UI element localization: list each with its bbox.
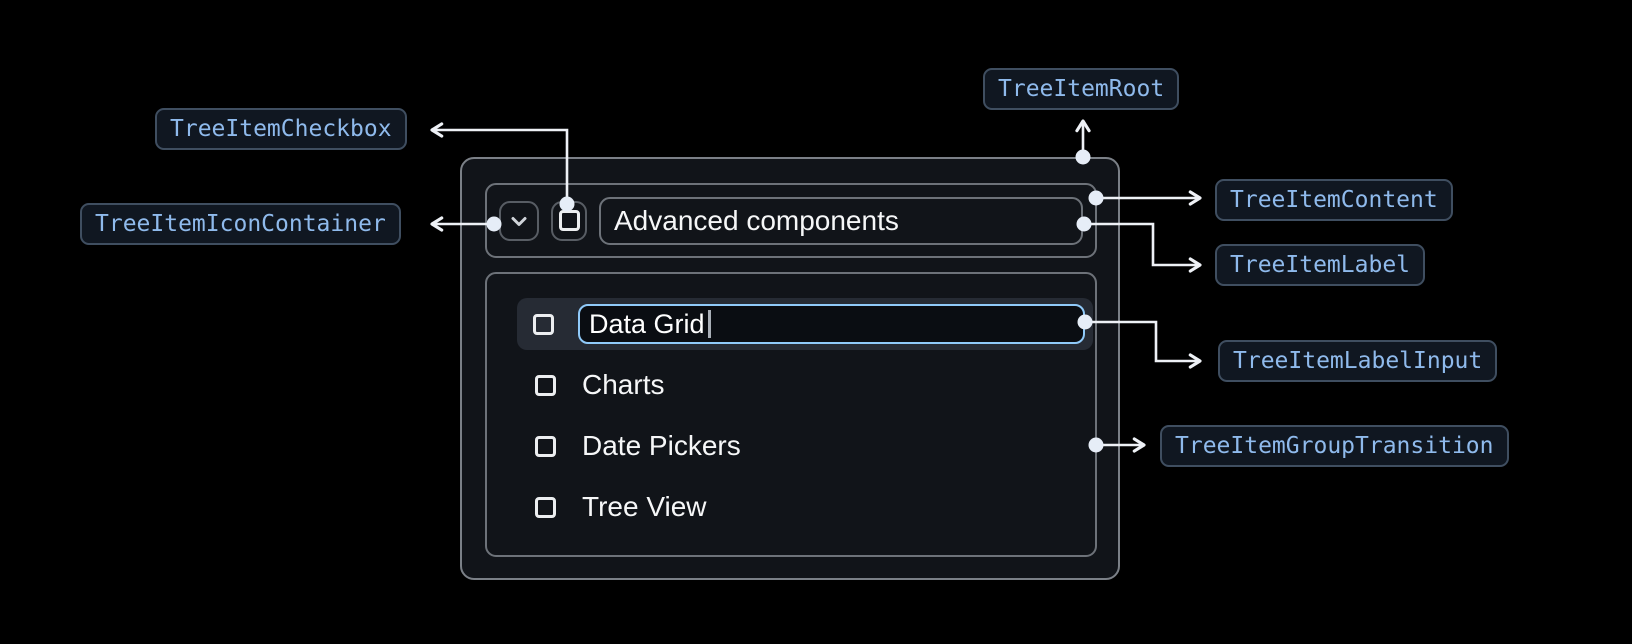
text-caret (707, 310, 711, 338)
tree-item-group-transition: Data Grid Charts Date Pickers Tree View (485, 272, 1097, 557)
tree-item-label[interactable]: Advanced components (599, 196, 1083, 245)
badge-tree-item-label: TreeItemLabel (1215, 244, 1426, 286)
tree-item-icon-container[interactable] (499, 200, 539, 241)
checkbox-unchecked-icon (558, 210, 580, 231)
label-input-value: Data Grid (589, 308, 705, 339)
tree-row-label: Charts (582, 369, 665, 400)
checkbox-unchecked-icon[interactable] (535, 374, 556, 396)
tree-item-label-input[interactable]: Data Grid (578, 304, 1085, 344)
badge-tree-item-label-input: TreeItemLabelInput (1218, 340, 1498, 382)
badge-tree-item-icon-container: TreeItemIconContainer (80, 203, 401, 245)
tree-item-checkbox[interactable] (551, 200, 587, 241)
tree-row[interactable]: Charts (487, 359, 1095, 411)
checkbox-unchecked-icon[interactable] (535, 496, 556, 518)
chevron-down-icon (511, 216, 527, 226)
tree-row-label: Date Pickers (582, 430, 741, 461)
tree-item-content[interactable]: Advanced components (485, 183, 1097, 258)
badge-tree-item-root: TreeItemRoot (983, 68, 1180, 110)
checkbox-unchecked-icon[interactable] (535, 435, 556, 457)
tree-row-editing[interactable]: Data Grid (517, 298, 1093, 350)
tree-row-label: Tree View (582, 491, 707, 522)
tree-item-root: Advanced components Data Grid Charts Dat… (460, 157, 1120, 580)
parent-item-label: Advanced components (614, 204, 899, 236)
badge-tree-item-group-transition: TreeItemGroupTransition (1160, 425, 1509, 467)
checkbox-unchecked-icon[interactable] (533, 313, 554, 335)
tree-row[interactable]: Tree View (487, 481, 1095, 533)
badge-tree-item-checkbox: TreeItemCheckbox (155, 108, 407, 150)
tree-row[interactable]: Date Pickers (487, 420, 1095, 472)
badge-tree-item-content: TreeItemContent (1215, 179, 1453, 221)
